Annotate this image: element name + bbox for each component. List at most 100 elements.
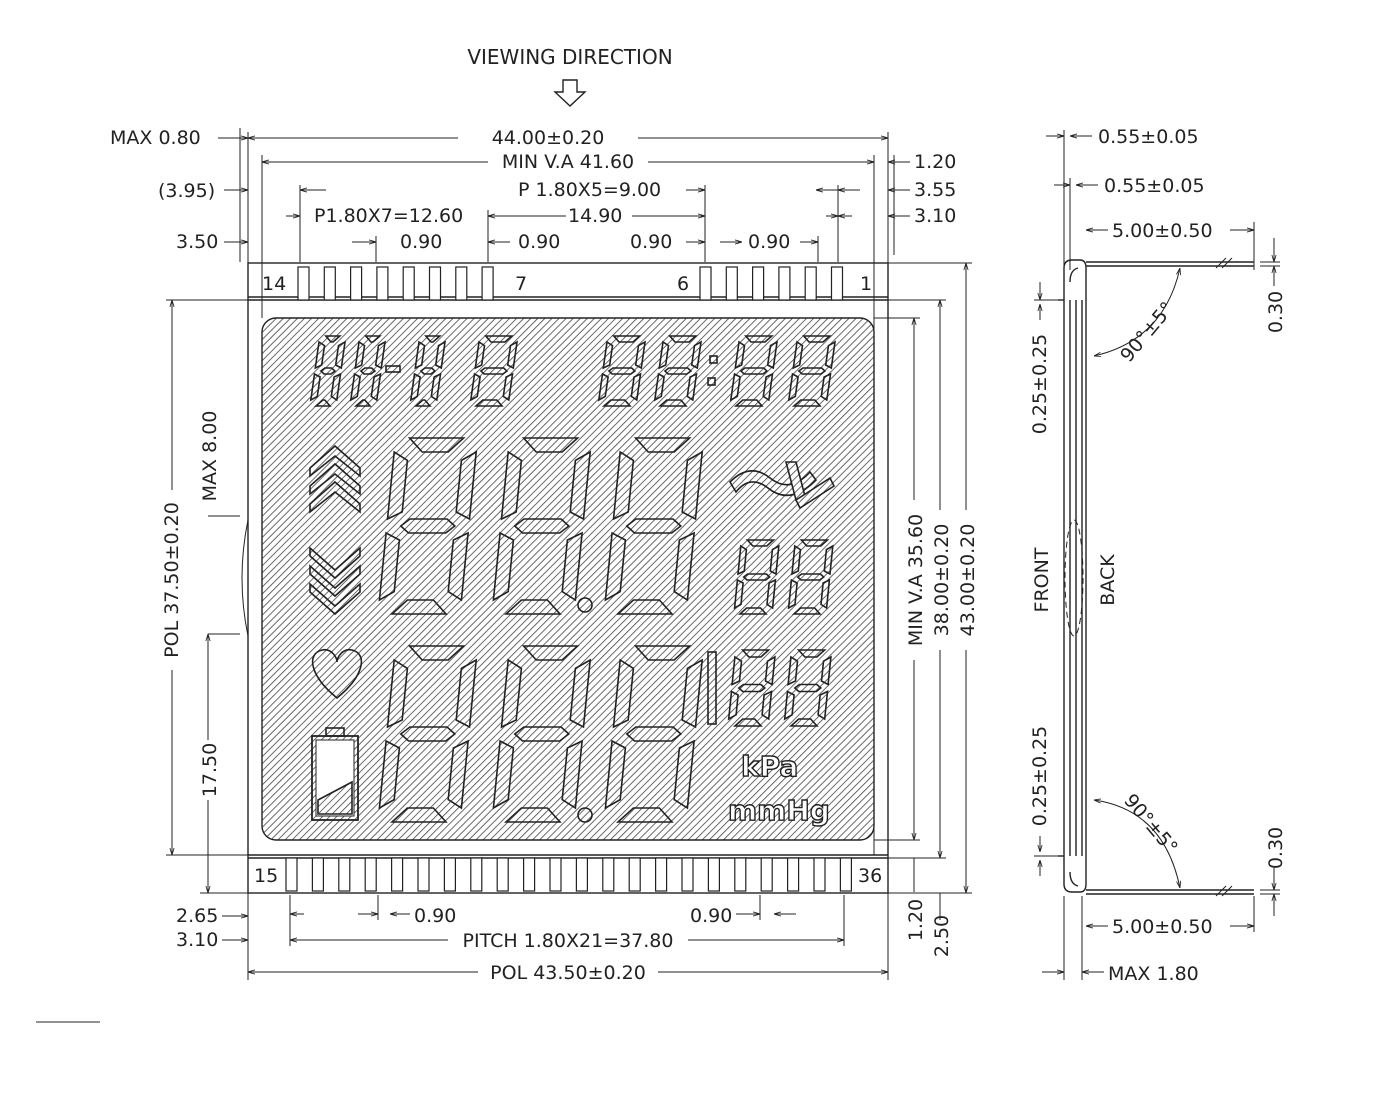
dim-120-bottom: 1.20 — [905, 899, 927, 941]
unit-mmhg: mmHg — [728, 794, 830, 827]
chevron-down-icon — [309, 546, 361, 616]
dim-pol-4350: POL 43.50±0.20 — [490, 962, 646, 984]
bottom-pin — [470, 857, 483, 892]
bottom-pin — [654, 857, 668, 892]
side-dim-055-a: 0.55±0.05 — [1098, 126, 1199, 148]
battery-icon — [311, 727, 359, 821]
seven-segment-digit — [727, 649, 776, 727]
unit-kpa: kPa — [741, 750, 798, 783]
decimal-point — [577, 807, 593, 823]
side-dim-025-a: 0.25±0.25 — [1029, 334, 1051, 435]
seven-segment-digit — [733, 539, 780, 615]
side-dim-025-b: 0.25±0.25 — [1029, 726, 1051, 827]
bottom-pin — [707, 857, 721, 892]
pulse-wave-icon — [728, 461, 836, 510]
side-dim-055-b: 0.55±0.05 — [1104, 175, 1205, 197]
bottom-pin — [311, 857, 324, 892]
side-dim-500-b: 5.00±0.50 — [1112, 916, 1213, 938]
dim-395: (3.95) — [158, 180, 215, 202]
dim-min-va-4160: MIN V.A 41.60 — [502, 151, 634, 173]
dim-265: 2.65 — [176, 905, 218, 927]
pin-15-label: 15 — [254, 865, 278, 887]
seven-segment-digit — [729, 335, 779, 407]
bottom-pin — [839, 857, 853, 892]
seven-segment-digit — [349, 335, 387, 407]
top-pin — [323, 266, 336, 301]
pin-1-label: 1 — [860, 273, 872, 295]
bottom-pin — [364, 857, 377, 892]
bottom-pin — [417, 857, 430, 892]
side-back-label: BACK — [1097, 554, 1119, 606]
bottom-pin — [760, 857, 773, 892]
top-pin — [481, 266, 494, 301]
dim-310-bottom: 3.10 — [176, 929, 218, 951]
dim-090-a: 0.90 — [400, 231, 442, 253]
side-view — [1034, 130, 1280, 980]
dim-090-d: 0.90 — [748, 231, 790, 253]
bottom-pin — [522, 857, 536, 892]
dim-310-top: 3.10 — [914, 205, 956, 227]
top-pin — [402, 266, 415, 301]
side-dim-030-a: 0.30 — [1265, 291, 1287, 333]
heart-icon — [311, 648, 363, 700]
bottom-pin — [285, 857, 298, 892]
bottom-pin — [443, 857, 456, 892]
top-pin — [778, 266, 791, 301]
dim-250: 2.50 — [931, 915, 953, 957]
side-dim-500-a: 5.00±0.50 — [1112, 220, 1213, 242]
bottom-pin — [549, 857, 562, 892]
bottom-pin — [602, 857, 615, 892]
seven-segment-digit — [597, 335, 647, 407]
top-pin — [428, 266, 442, 301]
top-pin — [804, 266, 817, 301]
seven-segment-digit — [783, 649, 832, 727]
side-front-label: FRONT — [1031, 547, 1053, 612]
pin-6-label: 6 — [677, 273, 689, 295]
seven-segment-digit — [787, 539, 834, 615]
dim-max-080: MAX 0.80 — [110, 127, 201, 149]
pin-36-label: 36 — [858, 865, 882, 887]
one-segment — [707, 651, 717, 725]
dim-pitch-21: PITCH 1.80X21=37.80 — [463, 930, 674, 952]
bottom-pin — [786, 857, 800, 892]
dash-segment — [385, 365, 401, 373]
chevron-up-icon — [309, 444, 361, 514]
dim-height-43: 43.00±0.20 — [957, 524, 979, 637]
seven-segment-digit — [409, 335, 447, 407]
seven-segment-digit — [469, 335, 519, 407]
side-angle-1: 90°±5° — [1116, 298, 1179, 367]
seven-segment-digit — [604, 437, 704, 615]
dim-pol-3750: POL 37.50±0.20 — [161, 502, 183, 658]
dim-355: 3.55 — [914, 179, 956, 201]
colon-dot — [707, 377, 716, 386]
colon-dot — [709, 355, 718, 364]
top-pin — [751, 266, 765, 301]
seven-segment-digit — [653, 335, 703, 407]
dim-350: 3.50 — [176, 231, 218, 253]
seven-segment-digit — [604, 645, 704, 823]
dim-090-bottom-b: 0.90 — [690, 905, 732, 927]
top-pin — [699, 266, 712, 301]
seven-segment-digit — [309, 335, 347, 407]
dim-1750: 17.50 — [199, 743, 221, 797]
bottom-pin — [681, 857, 694, 892]
bottom-dimension-lines — [248, 893, 889, 980]
dim-090-c: 0.90 — [630, 231, 672, 253]
dim-width-44: 44.00±0.20 — [492, 127, 605, 149]
viewing-direction-arrow-icon — [553, 79, 587, 107]
bottom-pin — [813, 857, 826, 892]
bottom-pin — [496, 857, 509, 892]
viewing-direction-label: VIEWING DIRECTION — [467, 45, 672, 69]
top-pin — [297, 266, 310, 301]
seven-segment-digit — [492, 437, 592, 615]
bottom-pin — [628, 857, 641, 892]
bottom-pins — [285, 857, 853, 892]
seven-segment-digit — [492, 645, 592, 823]
bottom-pin — [734, 857, 747, 892]
top-pin — [725, 266, 738, 301]
seven-segment-digit — [787, 335, 837, 407]
bottom-pin — [391, 857, 404, 892]
dim-height-38: 38.00±0.20 — [931, 524, 953, 637]
top-dimension-lines — [218, 128, 910, 318]
